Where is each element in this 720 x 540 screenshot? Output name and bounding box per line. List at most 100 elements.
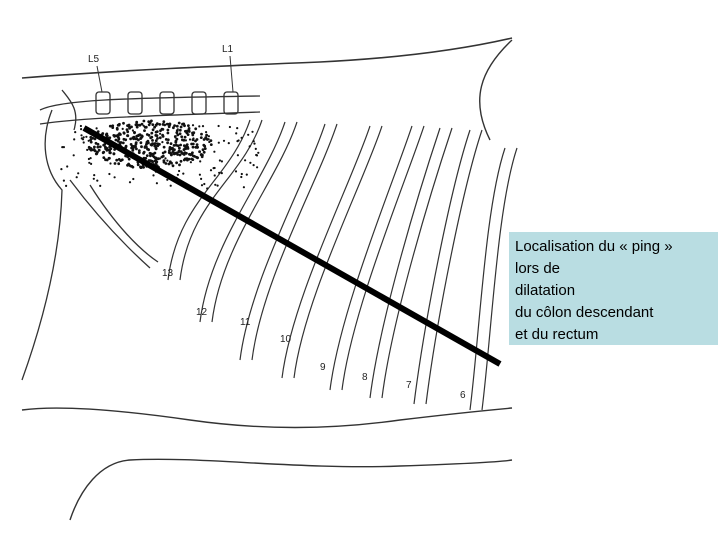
dot [182,172,185,175]
dot [251,130,254,133]
dot [90,162,93,165]
dot [89,135,93,139]
dot [189,161,192,164]
dot [116,123,120,127]
dot [184,129,187,133]
dot [186,133,190,137]
dot [213,174,216,177]
rib [239,123,326,361]
dot [133,131,136,134]
dot [122,121,125,125]
rib [425,129,483,405]
dot [209,143,213,147]
dot [236,127,239,130]
dot [178,128,182,132]
dot [200,184,204,187]
dot [115,126,119,130]
dot [185,151,188,155]
dot [127,157,131,161]
dot [216,184,219,187]
dot [77,172,80,175]
dot [134,141,138,145]
dot [158,157,162,160]
dot [104,133,108,137]
dot [108,156,111,160]
dot [62,179,65,182]
dot [92,177,95,180]
dot [190,152,194,156]
dot [131,129,134,132]
dot [252,140,255,143]
dot [217,124,220,128]
dot [198,125,201,128]
dot [154,147,157,151]
dot [193,155,196,158]
dot [95,127,98,130]
spine [39,89,261,131]
dot [198,173,201,176]
dot [155,182,158,185]
dot [89,140,93,144]
dot [173,151,177,155]
dot [130,146,134,150]
dot [256,166,259,169]
dot [186,158,189,162]
dot [88,161,91,164]
dot [156,142,160,146]
belly-lower [69,458,513,521]
dot [122,131,126,135]
dot [87,139,90,142]
dot [209,169,213,172]
dot [104,145,107,149]
rib-number: 11 [240,317,251,328]
dot [253,142,256,145]
dot [143,145,147,149]
dot [79,124,82,128]
dot [159,132,162,135]
dot [150,135,154,139]
dot [192,131,196,135]
dot [154,139,158,143]
dot [142,124,145,127]
dot [191,124,195,127]
dot [200,177,203,180]
dot [254,147,257,150]
dot [153,157,157,160]
dot [98,145,102,149]
dot [214,183,217,186]
dot [97,148,101,152]
dot [121,127,124,130]
dot [152,174,155,177]
dot [61,146,64,149]
dot [85,135,88,138]
dot [171,164,175,168]
dot [72,154,75,157]
dot [126,163,129,167]
dot [134,145,137,149]
dot [201,125,205,128]
dot [195,138,199,141]
dot [160,127,164,131]
dot [129,137,133,141]
dot [183,124,186,128]
rib [281,125,371,379]
dot [86,148,89,151]
dot [80,128,83,131]
dot [145,154,149,158]
dot [161,151,165,155]
dot [168,149,171,153]
dot [257,151,260,154]
dot [89,157,92,160]
dot [142,151,146,155]
dot [162,120,166,124]
dot [135,147,138,151]
rib [413,129,471,405]
dot [117,162,121,166]
dot [166,138,170,142]
dot [199,136,203,140]
dot [136,163,140,167]
dot [140,135,144,138]
dot [145,141,149,145]
dot [178,146,181,150]
dot [90,148,94,152]
